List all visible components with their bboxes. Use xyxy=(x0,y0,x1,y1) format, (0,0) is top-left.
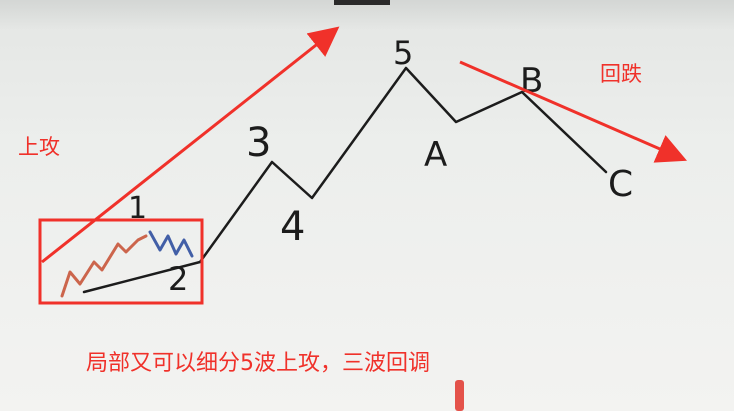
up-attack-arrow xyxy=(41,26,340,264)
sub-wave-highlight-box xyxy=(38,218,204,305)
up-attack-label: 上攻 xyxy=(18,135,60,159)
pullback-arrow xyxy=(459,60,688,163)
wave-label-c: C xyxy=(608,164,633,205)
wave-label-1: 1 xyxy=(128,191,147,226)
main-wave-line xyxy=(82,66,608,294)
wave-label-3: 3 xyxy=(246,120,271,166)
wave-label-4: 4 xyxy=(280,204,305,250)
caption-text: 局部又可以细分5波上攻，三波回调 xyxy=(86,351,430,376)
pullback-label: 回跌 xyxy=(600,62,642,86)
wave-label-2: 2 xyxy=(168,260,188,298)
wave-label-a: A xyxy=(424,135,447,175)
board-edge-tab xyxy=(334,0,390,5)
wave-label-5: 5 xyxy=(393,34,413,72)
wave-label-b: B xyxy=(520,61,543,101)
red-marker-tip xyxy=(455,380,464,411)
sub-wave-red-scribble xyxy=(60,234,148,298)
sub-wave-blue-scribble xyxy=(148,230,194,258)
